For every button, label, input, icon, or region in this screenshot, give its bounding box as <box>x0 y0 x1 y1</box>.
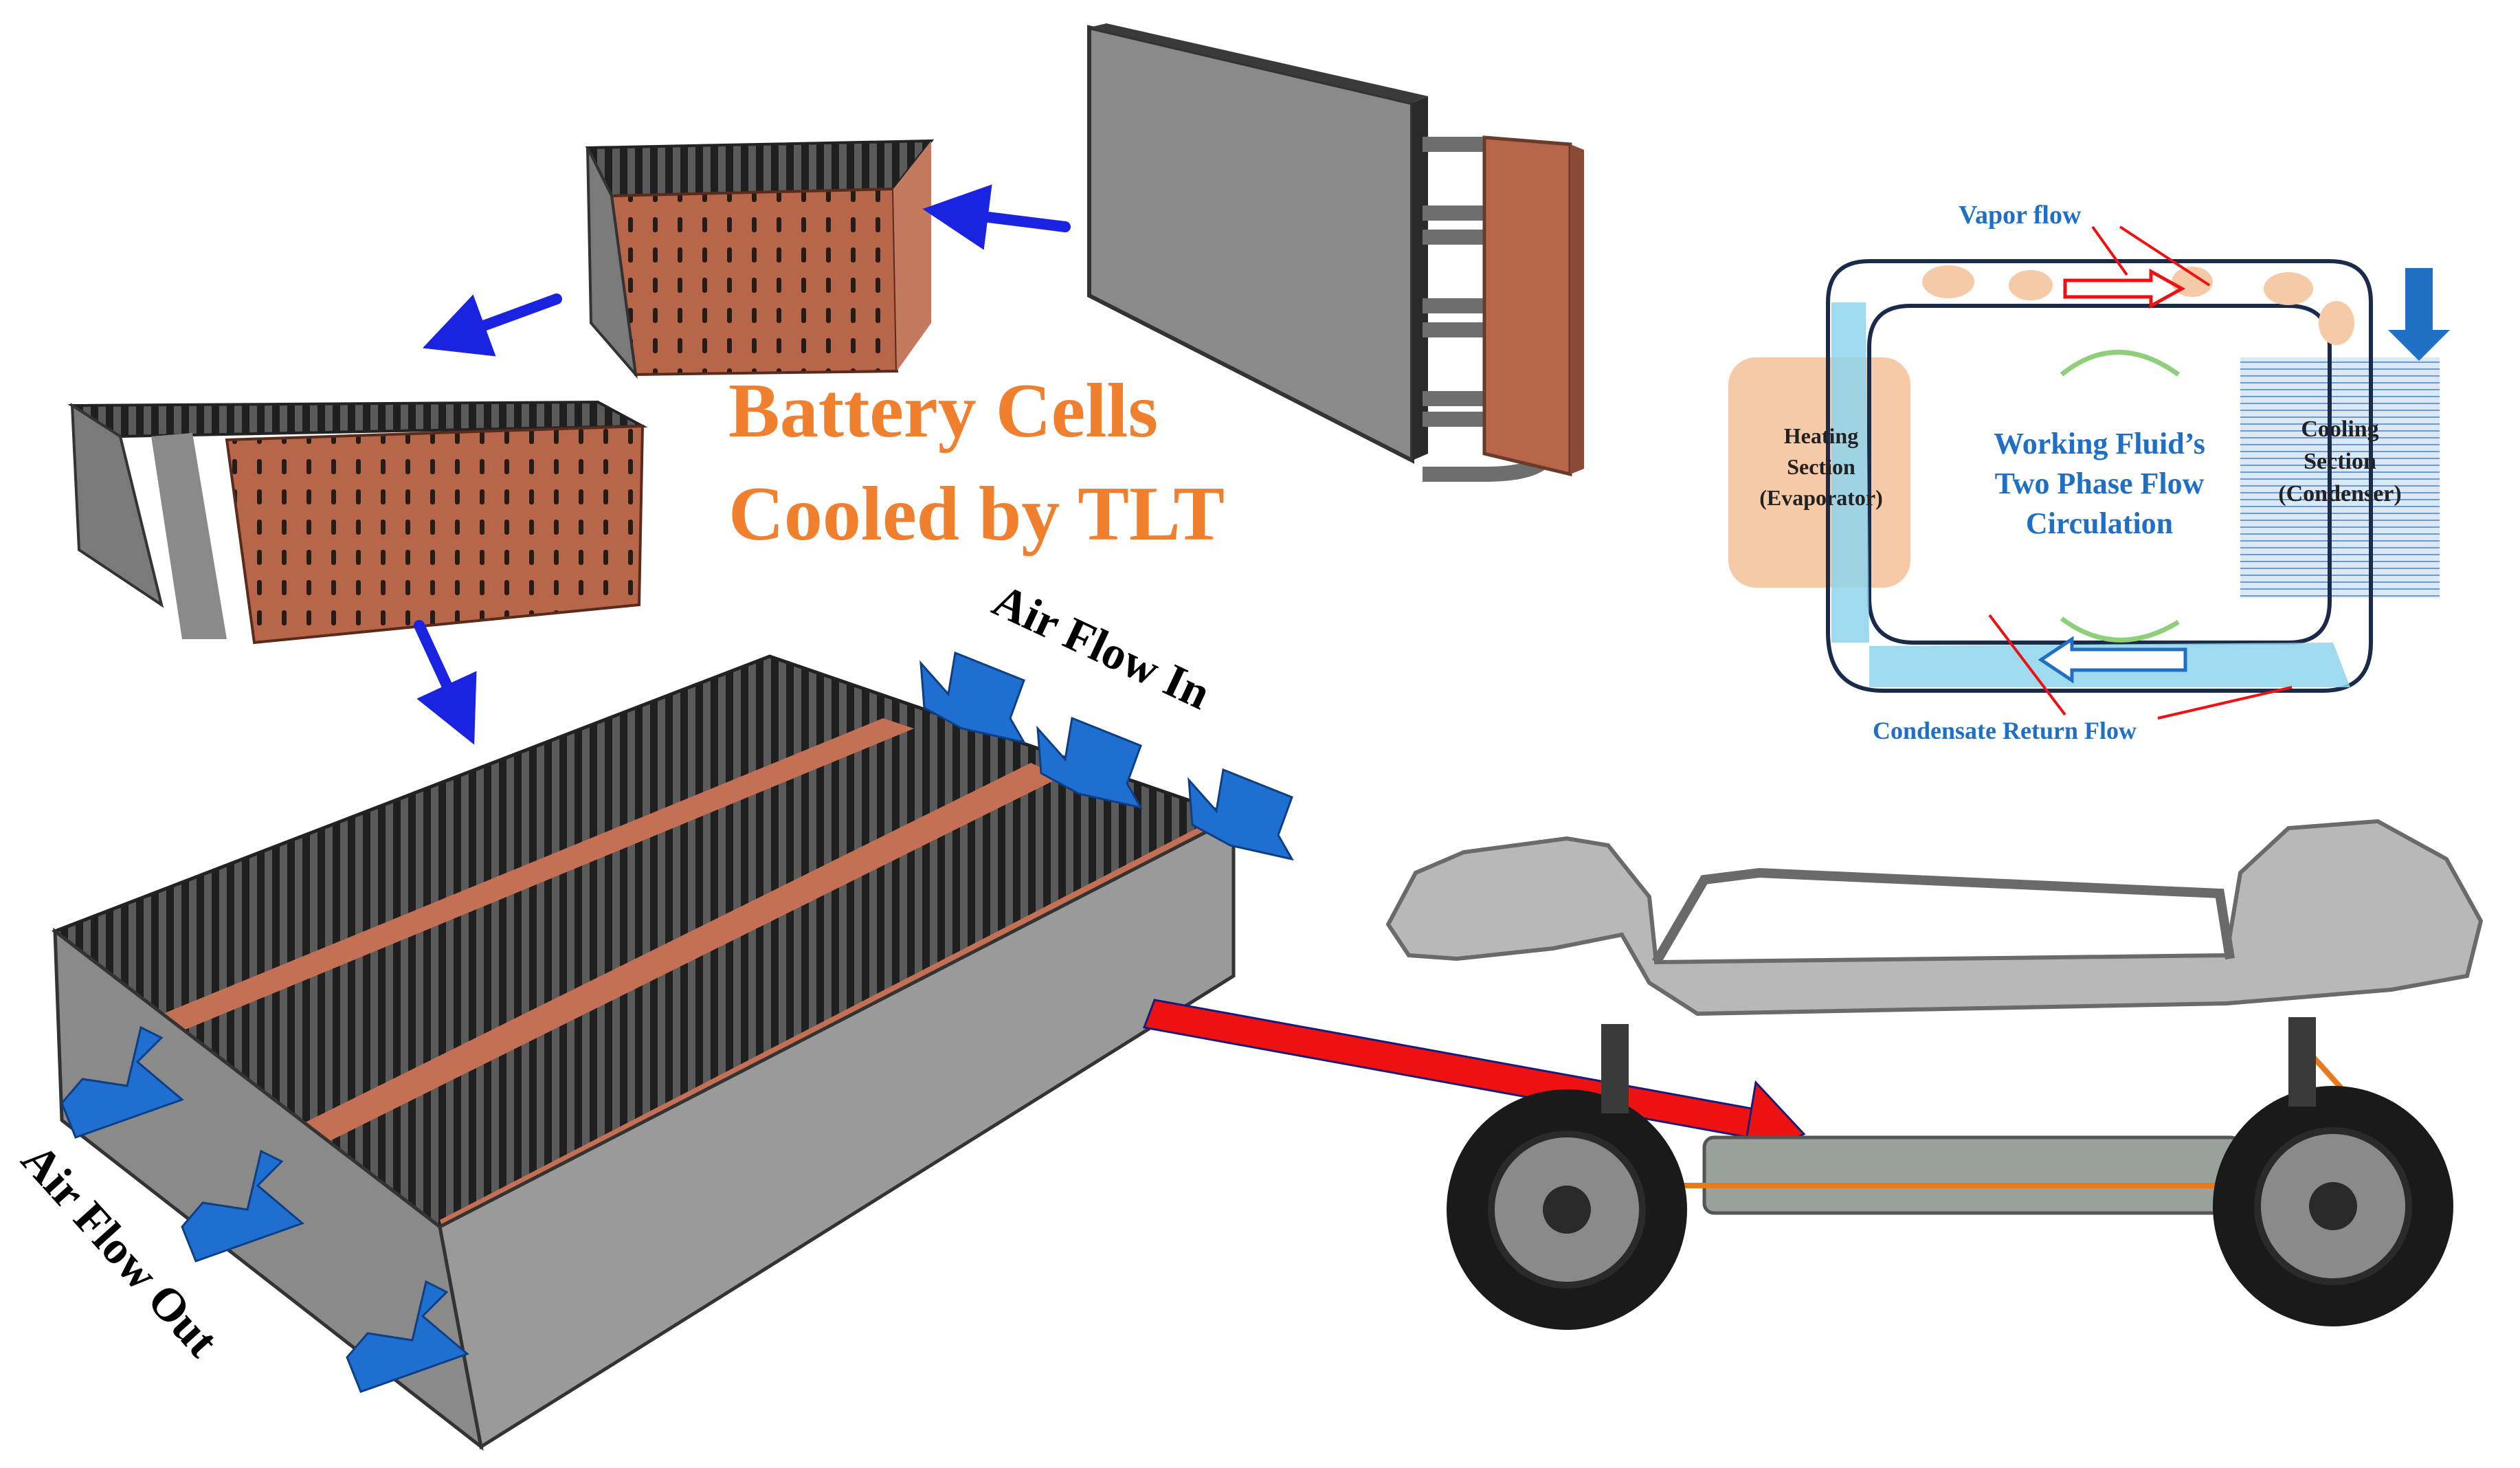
tlt-condenser-block <box>1482 135 1572 477</box>
title-line-2: Cooled by TLT <box>728 471 1225 557</box>
vapor-flow-arrow <box>2063 268 2186 309</box>
airflow-in-arrow-1 <box>919 651 1026 744</box>
title-line-1: Battery Cells <box>728 368 1158 454</box>
wick-left <box>1831 302 1869 643</box>
heating-line-3: (Evaporator) <box>1759 485 1883 510</box>
airflow-in-arrows <box>919 651 1294 861</box>
cooling-line-2: Section <box>2304 449 2376 474</box>
circulation-arrow-top <box>2060 350 2181 377</box>
arrow-double-to-pack <box>414 620 477 745</box>
arrow-unit-to-module <box>922 184 1071 250</box>
vapor-bubbles <box>1922 265 2354 345</box>
tlt-unit <box>1087 23 1584 482</box>
battery-pack-side <box>438 814 1236 1450</box>
small-battery-module <box>585 139 935 379</box>
circulation-arrow-bottom <box>2060 616 2180 643</box>
airflow-out-arrow-2 <box>181 1149 304 1263</box>
vehicle-body-frame <box>1385 819 2484 1016</box>
working-fluid-line-1: Working Fluid’s <box>1994 427 2205 460</box>
battery-pack <box>51 654 1237 1452</box>
vehicle-chassis <box>1447 1017 2453 1330</box>
double-battery-module <box>67 400 648 645</box>
vapor-flow-label: Vapor flow <box>1959 201 2082 230</box>
airflow-in-arrow-2 <box>1036 716 1143 810</box>
condensate-return-label: Condensate Return Flow <box>1873 717 2137 744</box>
heating-line-1: Heating <box>1784 423 1858 448</box>
airflow-out-arrows <box>60 1025 469 1393</box>
airflow-in-label: Air Flow In <box>985 574 1218 720</box>
cooling-line-1: Cooling <box>2301 416 2378 442</box>
airflow-out-arrow-3 <box>346 1280 469 1393</box>
cooling-section-box <box>2240 357 2440 598</box>
airflow-out-arrow-1 <box>60 1025 184 1139</box>
loop-outer-wall <box>1826 259 2373 693</box>
arrow-module-to-double <box>422 293 562 357</box>
cooling-line-3: (Condenser) <box>2278 481 2401 507</box>
assembly-sequence-arrows <box>414 184 1071 745</box>
working-fluid-line-3: Circulation <box>2026 507 2173 540</box>
heating-line-2: Section <box>1787 454 1855 479</box>
condensate-flow-arrow <box>2038 636 2187 684</box>
loop-schematic <box>1728 225 2450 720</box>
cooling-inflow-arrow <box>2388 268 2450 361</box>
copper-strip-1 <box>155 718 914 1031</box>
copper-strip-2 <box>296 763 1062 1144</box>
chassis-battery-pack <box>1702 1135 2242 1215</box>
working-fluid-line-2: Two Phase Flow <box>1995 467 2205 500</box>
airflow-in-arrow-3 <box>1187 768 1294 861</box>
